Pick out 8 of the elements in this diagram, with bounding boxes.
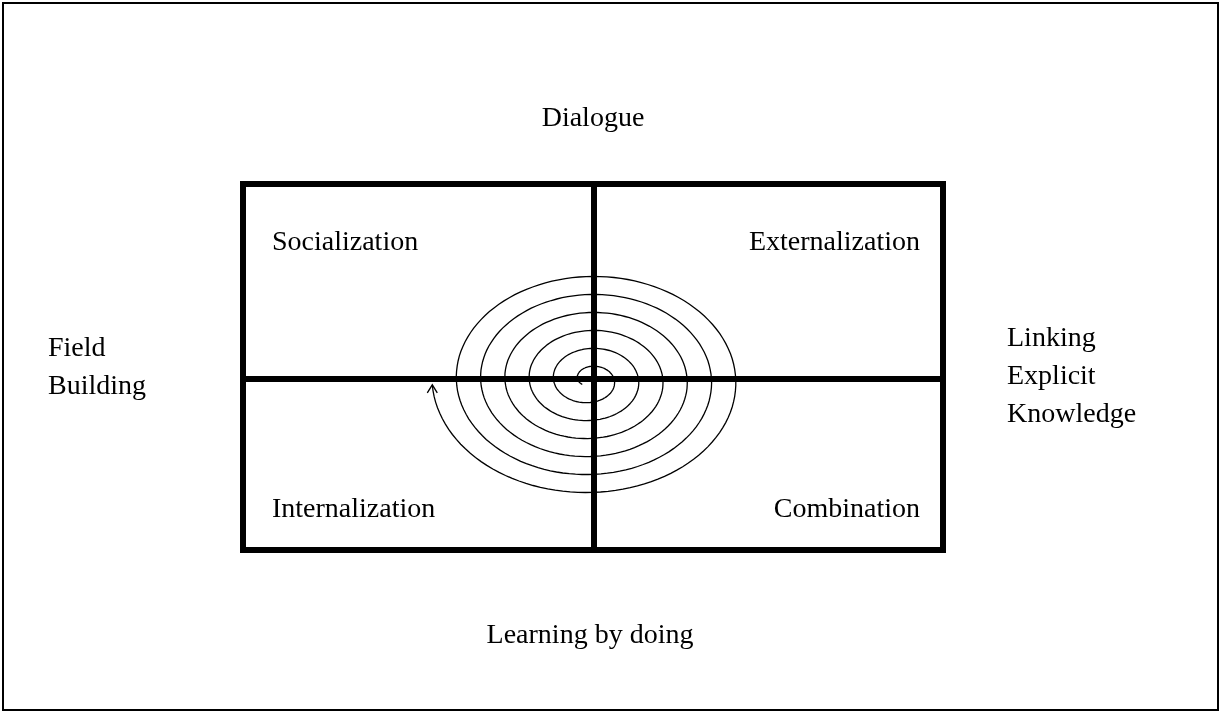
axis-label: Linking Explicit Knowledge xyxy=(1007,321,1137,428)
quadrant-title: Internalization xyxy=(272,492,436,524)
axis-label: Dialogue xyxy=(541,101,645,132)
quadrant-title: Combination xyxy=(773,492,920,524)
quadrant-title: Externalization xyxy=(748,225,920,257)
quadrant-title: Socialization xyxy=(272,225,419,257)
axis-label: Field Building xyxy=(48,331,146,400)
axis-label: Learning by doing xyxy=(486,618,694,649)
